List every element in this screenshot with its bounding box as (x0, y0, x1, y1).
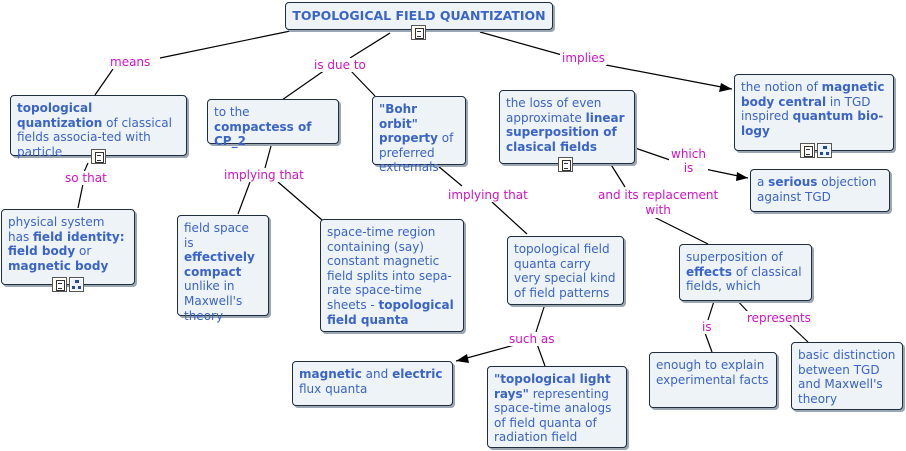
concept-enough-to-explain[interactable]: enough to explain experimental facts (649, 352, 777, 408)
link-label-so-that[interactable]: so that (63, 171, 109, 185)
concept-text-run: field space is (184, 221, 249, 250)
link-label-represents[interactable]: represents (745, 311, 813, 325)
link-label-implying-that-1[interactable]: implying that (222, 168, 306, 182)
concept-bohr-orbit-property[interactable]: "Bohr orbit" property of preferred extre… (372, 96, 466, 174)
concept-text-run: the notion of (741, 80, 822, 94)
concept-physical-system[interactable]: physical system has field identity: fiel… (1, 209, 135, 285)
concept-field-space-compact[interactable]: field space is effectively compact unlik… (177, 215, 269, 323)
concept-text-run: the loss of even approximate (506, 96, 602, 125)
concept-serious-objection[interactable]: a serious objection against TGD (750, 169, 890, 212)
link-label-implies[interactable]: implies (560, 51, 607, 65)
concept-topological-light-rays[interactable]: "topological light rays" representing sp… (487, 366, 627, 448)
concept-text-run: of classical fields associa-ted with par… (17, 115, 172, 159)
concept-flux-quanta[interactable]: magnetic and electric flux quanta (292, 361, 453, 406)
concept-topological-quantization[interactable]: topological quantization of classical fi… (10, 95, 187, 159)
concept-text-run: in TGD inspired (741, 94, 871, 124)
concept-text-run: field identity: field body (8, 229, 125, 259)
concept-text-run: to the (214, 105, 250, 119)
concept-text-run: objection against TGD (757, 175, 877, 204)
concept-text-run: physical system has (8, 215, 105, 244)
concept-text-run: serious (768, 175, 818, 189)
concept-text-run: effectively compact (184, 250, 255, 279)
concept-text-run: of classical fields, which (686, 264, 802, 294)
concept-text-run: "Bohr orbit" property (379, 102, 438, 146)
link-label-is[interactable]: is (700, 320, 714, 334)
concept-linear-superposition[interactable]: the loss of even approximate linear supe… (499, 90, 635, 164)
concept-text-run: space-time region containing (say) const… (327, 225, 452, 312)
document-icon[interactable] (558, 157, 573, 172)
concept-text-run: or (75, 244, 92, 259)
concept-basic-distinction[interactable]: basic distinction between TGD and Maxwel… (791, 342, 903, 410)
concept-text-run: a (757, 175, 769, 189)
document-icon[interactable] (91, 149, 106, 164)
document-icon[interactable] (411, 25, 426, 40)
link-label-implying-that-2[interactable]: implying that (446, 188, 530, 202)
link-label-such-as[interactable]: such as (507, 332, 557, 346)
concept-text-run: topological field quanta carry very spec… (514, 242, 616, 300)
concept-text-run: superposition of (686, 250, 783, 264)
concept-text-run: effects (686, 264, 732, 279)
concept-text-run: electric (392, 367, 443, 381)
concept-text-run: compactess of CP_2 (214, 119, 312, 149)
concept-spacetime-region[interactable]: space-time region containing (say) const… (320, 219, 464, 332)
document-icon[interactable] (52, 277, 67, 292)
concept-text-run: topological quantization (17, 101, 103, 130)
link-label-is-due-to[interactable]: is due to (312, 58, 368, 72)
concept-text-run: basic distinction between TGD and Maxwel… (798, 348, 896, 406)
document-icon[interactable] (800, 143, 815, 158)
concept-text-run: flux quanta (299, 381, 368, 396)
concept-text-run: magnetic body central (741, 80, 885, 109)
concept-field-patterns[interactable]: topological field quanta carry very spec… (507, 236, 624, 305)
concept-map-icon[interactable] (817, 143, 832, 158)
concept-text-run: of preferred extremals (379, 131, 454, 175)
concept-text-run: quantum bio-logy (741, 109, 884, 138)
title-icons (411, 25, 426, 40)
concept-text-run: representing space-time analogs of field… (494, 386, 612, 445)
concept-text-run: unlike in Maxwell's theory (184, 279, 243, 323)
concept-effects-superposition[interactable]: superposition of effects of classical fi… (679, 244, 812, 301)
physical-system-icons (52, 277, 84, 292)
concept-compactness-cp2[interactable]: to the compactess of CP_2 (207, 99, 339, 148)
concept-text-run: topological field quanta (327, 297, 454, 327)
concept-text-run: "topological light rays" (494, 372, 611, 401)
link-label-which-is[interactable]: which is (669, 147, 708, 175)
concept-text-run: linear superposition of clasical fields (506, 110, 625, 154)
topological-quantization-icons (91, 149, 106, 164)
concept-map-icon[interactable] (69, 277, 84, 292)
concept-magnetic-body[interactable]: the notion of magnetic body central in T… (734, 74, 894, 151)
concept-text-run: enough to explain experimental facts (656, 358, 769, 387)
linear-superposition-icons (558, 157, 573, 172)
link-label-replacement[interactable]: and its replacement with (596, 188, 721, 218)
magnetic-body-icons (800, 143, 832, 158)
concept-text-run: and (361, 367, 393, 381)
concept-text-run: magnetic (299, 367, 362, 381)
link-label-means[interactable]: means (108, 55, 153, 69)
concept-text-run: magnetic body (8, 258, 109, 273)
